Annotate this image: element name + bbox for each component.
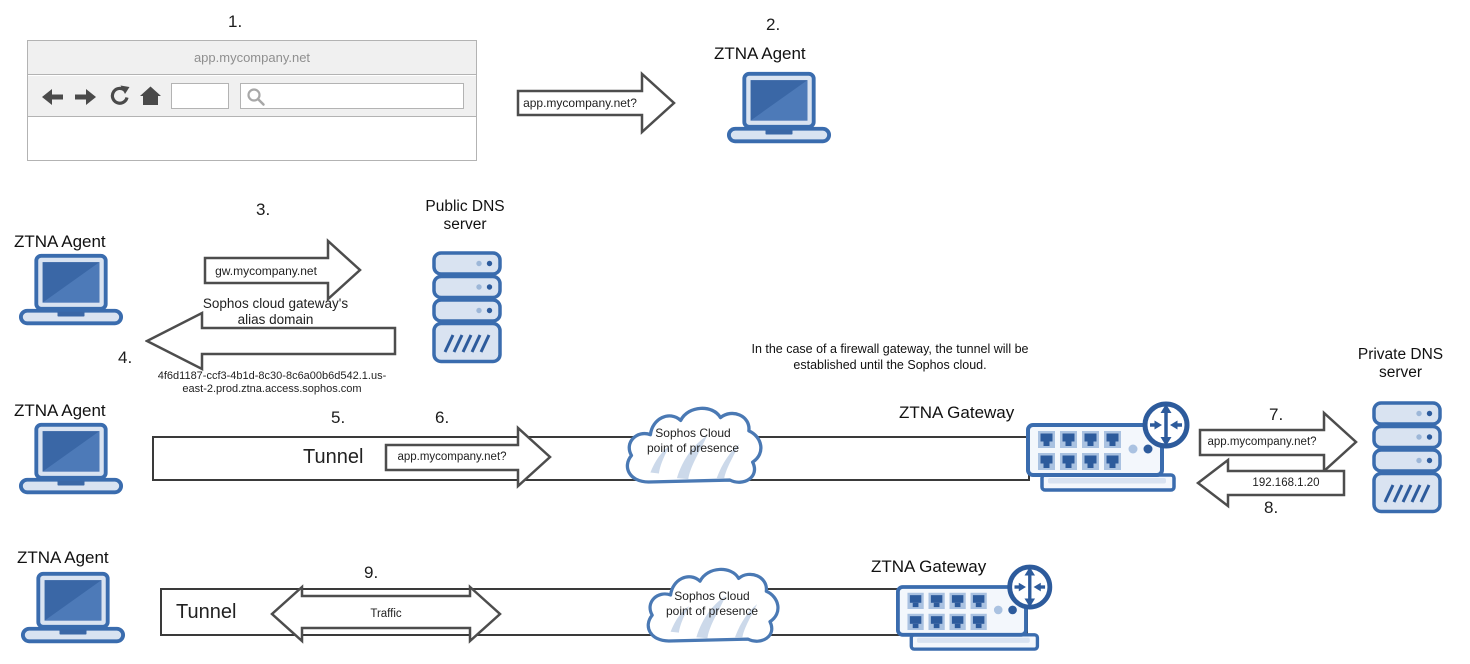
dns-query-arrow-step3-text: gw.mycompany.net: [215, 264, 317, 278]
step-5-label: 5.: [331, 408, 346, 427]
step-7-label: 7.: [1269, 405, 1284, 424]
public-dns-label: Public DNS server: [425, 198, 505, 233]
dns-response-arrow-step4: [145, 310, 397, 372]
laptop-icon-dns: [18, 252, 124, 330]
ztna-gateway-label-tunnel: ZTNA Gateway: [899, 403, 1015, 422]
step-9-label: 9.: [364, 563, 379, 582]
ztna-agent-label-dns: ZTNA Agent: [14, 232, 106, 251]
tunnel-label-traffic: Tunnel: [176, 601, 237, 623]
private-dns-label: Private DNS server: [1357, 346, 1444, 381]
tunnel-query-arrow-step6-text: app.mycompany.net?: [397, 451, 507, 463]
tunnel-label: Tunnel: [303, 446, 364, 468]
search-icon: [247, 87, 265, 106]
private-dns-response-arrow-step8: [1195, 457, 1346, 509]
browser-window: app.mycompany.net: [27, 40, 477, 161]
traffic-arrow-step9-text: Traffic: [370, 608, 402, 620]
private-dns-query-arrow-step7: [1198, 410, 1358, 474]
dns-request-arrow-step2-text: app.mycompany.net?: [523, 96, 637, 110]
laptop-icon-tunnel: [18, 421, 124, 499]
traffic-arrow-step9: [270, 584, 502, 644]
dns-query-arrow-step3: [203, 238, 362, 302]
sophos-cloud-text-tunnel: Sophos Cloud point of presence: [646, 426, 740, 455]
back-icon[interactable]: [41, 86, 65, 108]
step-6-label: 6.: [435, 408, 450, 427]
step-4-label: 4.: [118, 348, 133, 367]
home-icon[interactable]: [139, 85, 162, 107]
forward-icon[interactable]: [73, 86, 97, 108]
step-3-label: 3.: [256, 200, 271, 219]
alias-domain-text: 4f6d1187-ccf3-4b1d-8c30-8c6a00b6d542.1.u…: [157, 370, 387, 395]
tunnel-box: [152, 436, 1030, 481]
private-dns-query-arrow-step7-text: app.mycompany.net?: [1207, 436, 1317, 448]
refresh-icon[interactable]: [107, 85, 130, 108]
public-dns-server-icon: [432, 251, 502, 364]
laptop-icon-traffic: [20, 570, 126, 648]
browser-small-input[interactable]: [171, 82, 229, 109]
sophos-cloud-text-traffic: Sophos Cloud point of presence: [665, 589, 759, 618]
laptop-icon-top: [726, 70, 832, 148]
dns-request-arrow-step2: [516, 71, 676, 135]
step-2-label: 2.: [766, 15, 781, 34]
browser-title-bar: app.mycompany.net: [28, 41, 476, 75]
firewall-gateway-note: In the case of a firewall gateway, the t…: [751, 342, 1029, 372]
step-1-label: 1.: [228, 12, 243, 31]
browser-title: app.mycompany.net: [193, 50, 311, 65]
alias-caption: Sophos cloud gateway's alias domain: [202, 296, 349, 327]
ztna-agent-label-top: ZTNA Agent: [714, 44, 806, 63]
ztna-gateway-icon-tunnel: [1026, 398, 1206, 498]
private-dns-response-arrow-step8-text: 192.168.1.20: [1252, 477, 1320, 489]
ztna-gateway-icon-traffic: [896, 561, 1068, 657]
tunnel-query-arrow-step6: [384, 425, 552, 489]
ztna-agent-label-tunnel: ZTNA Agent: [14, 401, 106, 420]
step-8-label: 8.: [1264, 498, 1279, 517]
ztna-gateway-label-traffic: ZTNA Gateway: [871, 557, 987, 576]
browser-search-input[interactable]: [240, 82, 464, 109]
browser-toolbar: [28, 75, 476, 117]
ztna-agent-label-traffic: ZTNA Agent: [17, 548, 109, 567]
private-dns-server-icon: [1372, 401, 1442, 514]
